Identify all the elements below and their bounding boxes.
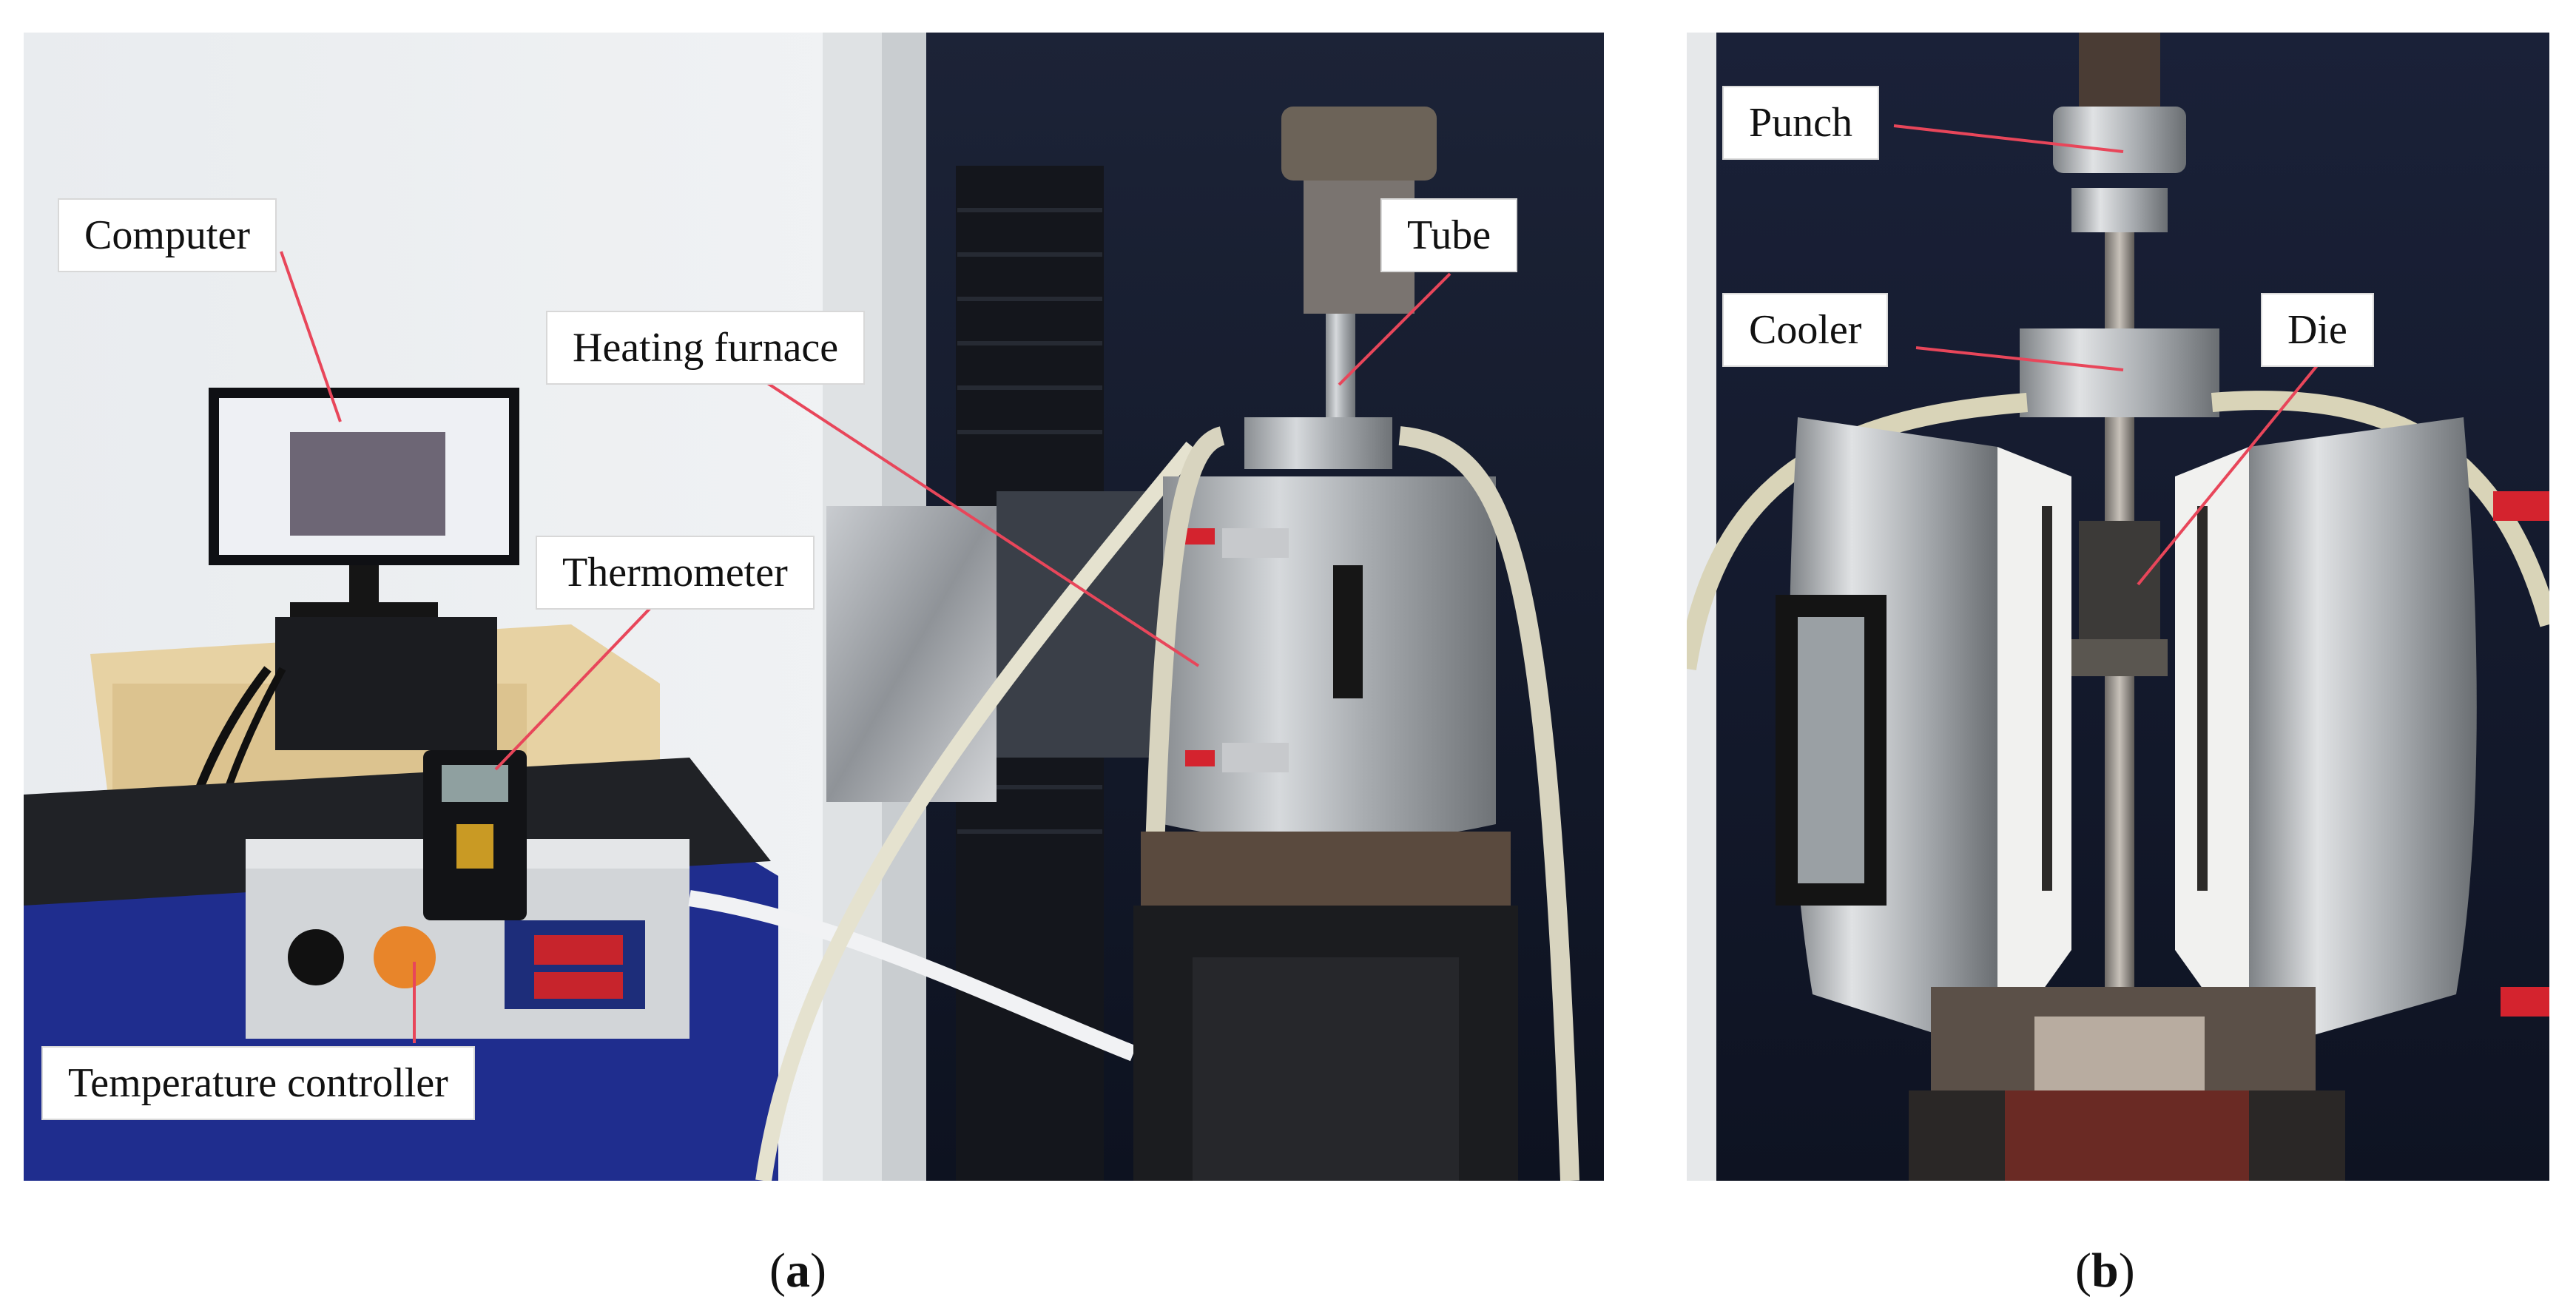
caption-a: (a) [769,1244,826,1298]
label-thermometer: Thermometer [536,536,815,610]
label-temperature-controller: Temperature controller [41,1046,475,1120]
die-assembly-photo [1687,33,2549,1181]
photo-panel-b [1687,33,2549,1181]
label-tube: Tube [1380,198,1518,272]
label-cooler: Cooler [1722,293,1889,367]
caption-b-letter: b [2091,1244,2119,1298]
caption-b: (b) [2075,1244,2135,1298]
label-computer: Computer [58,198,277,272]
label-punch: Punch [1722,86,1879,160]
caption-a-letter: a [785,1244,810,1298]
label-die: Die [2261,293,2374,367]
label-heating-furnace: Heating furnace [546,311,866,385]
